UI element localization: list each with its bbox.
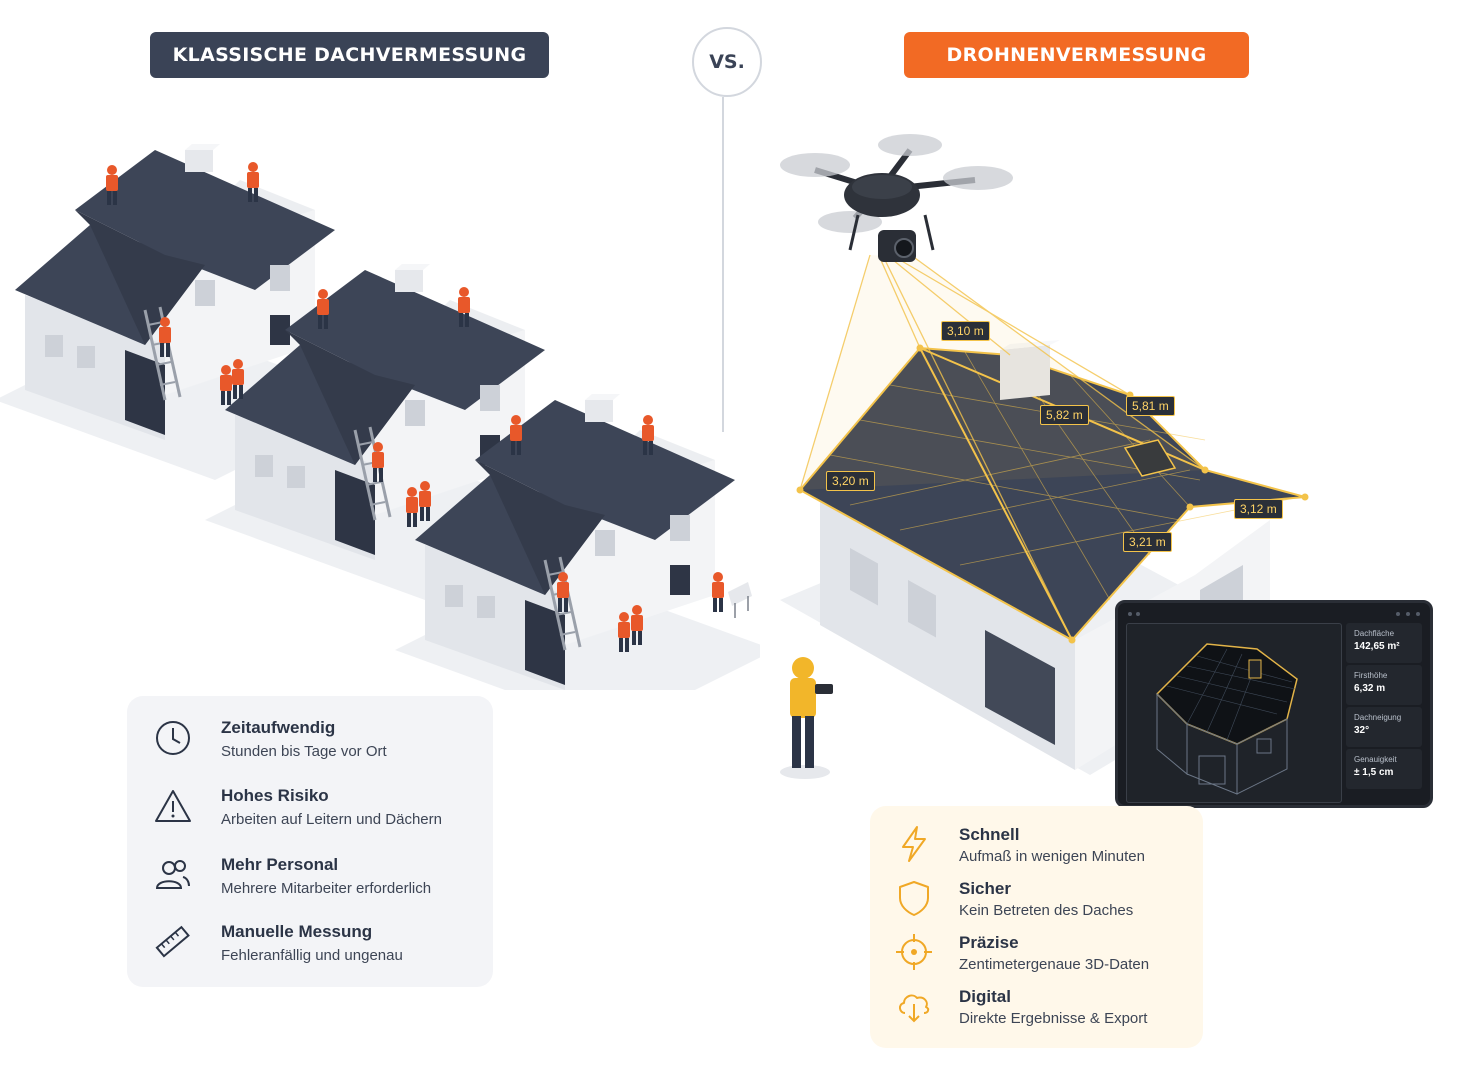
shield-icon [899, 881, 929, 916]
ruler-icon [155, 925, 190, 958]
drawback-item-staff: Mehr Personal Mehrere Mitarbeiter erford… [127, 833, 493, 897]
stat-value: 6,32 m [1354, 683, 1386, 694]
benefit-item-fast: Schnell Aufmaß in wenigen Minuten [870, 806, 1203, 866]
benefit-title: Digital [959, 987, 1011, 1006]
crosshair-icon [896, 934, 932, 970]
benefit-item-safe: Sicher Kein Betreten des Daches [870, 860, 1203, 920]
drone-icon [780, 134, 1013, 262]
drawback-title: Manuelle Messung [221, 922, 373, 941]
stat-roof-pitch: Dachneigung 32° [1346, 707, 1422, 747]
benefit-item-precise: Präzise Zentimetergenaue 3D-Daten [870, 914, 1203, 974]
stat-label: Firsthöhe [1354, 671, 1388, 680]
measurement-label: 3,21 m [1123, 532, 1172, 552]
vs-badge: VS. [692, 27, 762, 97]
stat-value: 142,65 m² [1354, 641, 1400, 652]
drawback-title: Mehr Personal [221, 855, 339, 874]
measurement-label: 3,20 m [826, 471, 875, 491]
tablet-device: Dachfläche 142,65 m² Firsthöhe 6,32 m Dach… [1115, 600, 1433, 808]
measurement-label: 5,81 m [1126, 396, 1175, 416]
classic-drawbacks-card: Zeitaufwendig Stunden bis Tage vor Ort H… [127, 696, 493, 987]
benefit-item-digital: Digital Direkte Ergebnisse & Export [870, 968, 1203, 1028]
stat-accuracy: Genauigkeit ± 1,5 cm [1346, 749, 1422, 789]
cloud-download-icon [899, 994, 930, 1023]
drawback-item-manual: Manuelle Messung Fehleranfällig und unge… [127, 900, 493, 964]
drawback-title: Zeitaufwendig [221, 718, 336, 737]
drawback-subtitle: Mehrere Mitarbeiter erforderlich [221, 880, 432, 897]
divider-line [722, 97, 724, 432]
tablet-stats-panel: Dachfläche 142,65 m² Firsthöhe 6,32 m Dach… [1346, 623, 1422, 791]
drawback-subtitle: Fehleranfällig und ungenau [221, 947, 403, 964]
stat-roof-area: Dachfläche 142,65 m² [1346, 623, 1422, 663]
drawback-title: Hohes Risiko [221, 786, 329, 805]
drone-benefits-card: Schnell Aufmaß in wenigen Minuten Sicher… [870, 806, 1203, 1048]
people-icon [155, 860, 190, 889]
house-wireframe [1155, 643, 1298, 795]
stat-value: 32° [1354, 725, 1370, 736]
stat-label: Dachfläche [1354, 629, 1395, 638]
benefit-title: Sicher [959, 879, 1011, 898]
drawback-subtitle: Stunden bis Tage vor Ort [221, 743, 387, 760]
tablet-topbar [1126, 609, 1422, 619]
drone-title-badge: DROHNENVERMESSUNG [904, 32, 1249, 78]
drawback-item-risk: Hohes Risiko Arbeiten auf Leitern und Dä… [127, 764, 493, 828]
classic-title: KLASSISCHE DACHVERMESSUNG [172, 44, 527, 66]
clock-icon [156, 721, 190, 755]
warning-icon [155, 790, 191, 822]
measurement-label: 3,10 m [941, 321, 990, 341]
drawback-subtitle: Arbeiten auf Leitern und Dächern [221, 811, 442, 828]
stat-label: Dachneigung [1354, 713, 1402, 722]
measurement-label: 5,82 m [1040, 405, 1089, 425]
drone-title: DROHNENVERMESSUNG [946, 44, 1207, 66]
classic-title-badge: KLASSISCHE DACHVERMESSUNG [150, 32, 549, 78]
stat-ridge-height: Firsthöhe 6,32 m [1346, 665, 1422, 705]
drawback-item-time: Zeitaufwendig Stunden bis Tage vor Ort [127, 696, 493, 760]
vs-label: VS. [709, 51, 745, 73]
benefit-subtitle: Kein Betreten des Daches [959, 902, 1134, 919]
benefit-title: Präzise [959, 933, 1019, 952]
drone-pilot [780, 657, 833, 779]
benefit-subtitle: Direkte Ergebnisse & Export [959, 1010, 1148, 1027]
benefit-subtitle: Zentimetergenaue 3D-Daten [959, 956, 1150, 973]
benefit-title: Schnell [959, 825, 1020, 844]
stat-value: ± 1,5 cm [1354, 767, 1394, 778]
3d-model-view[interactable] [1126, 623, 1342, 803]
measurement-label: 3,12 m [1234, 499, 1283, 519]
lightning-icon [902, 826, 926, 862]
classic-houses-illustration [0, 142, 760, 690]
benefit-subtitle: Aufmaß in wenigen Minuten [959, 848, 1145, 865]
stat-label: Genauigkeit [1354, 755, 1397, 764]
